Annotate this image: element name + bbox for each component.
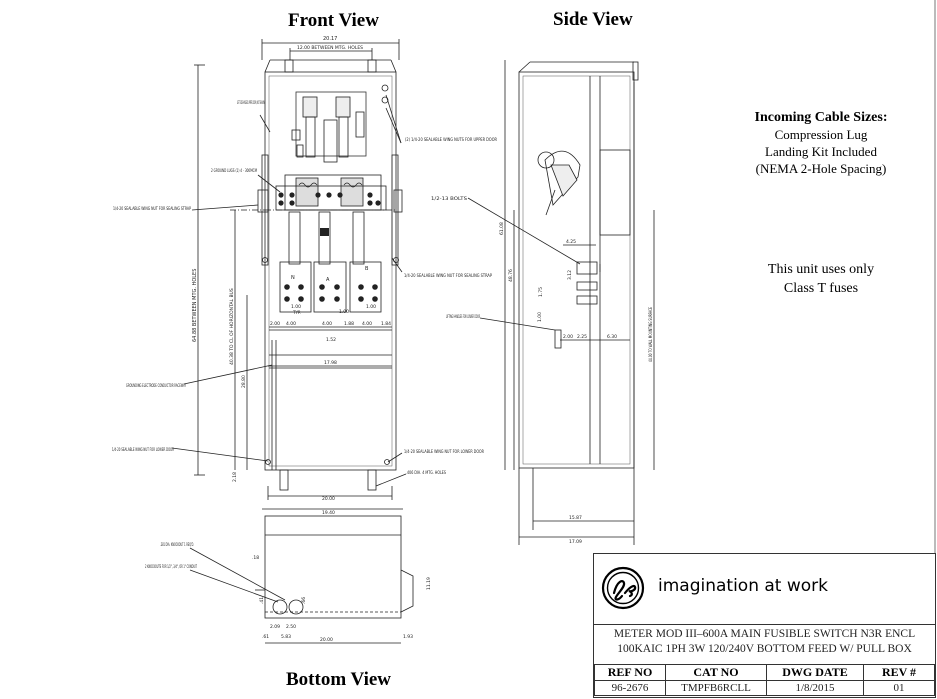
callout-wing-lower-right: 1/4-20 SEALABLE WING NUT FOR LOWER DOOR: [404, 449, 484, 455]
phase-label-n: N: [291, 275, 295, 281]
dim-between-mtg-holes: 12.00 BETWEEN MTG. HOLES: [297, 45, 363, 51]
title-block: imagination at work METER MOD III–600A M…: [593, 553, 936, 698]
info-header-row: REF NO CAT NO DWG DATE REV #: [594, 664, 935, 681]
callout-wing-seal-left: 1/4-20 SEALABLE WING NUT FOR SEALING STR…: [113, 206, 191, 212]
header-cat-no: CAT NO: [665, 664, 767, 681]
front-view-title: Front View: [288, 10, 379, 31]
dim-2-50: 2.50: [286, 624, 296, 630]
callout-wing-upper: (2) 1/4-20 SEALABLE WING NUTS FOR UPPER …: [405, 137, 497, 143]
dim-1-93: 1.93: [403, 634, 413, 640]
dim-1-00: 1.00: [537, 312, 543, 322]
bottom-enclosure-outline: [264, 515, 402, 619]
dim-3-12: 3.12: [567, 270, 573, 280]
dim-2-00: 2.00: [563, 334, 573, 340]
header-dwg-date: DWG DATE: [766, 664, 864, 681]
value-dwg-date: 1/8/2015: [766, 680, 864, 696]
dim-4-25: 4.25: [566, 239, 576, 245]
drawing-description: METER MOD III–600A MAIN FUSIBLE SWITCH N…: [594, 627, 935, 657]
front-view-drawing: 20.17 12.00 BETWEEN MTG. HOLES 64.88 BET…: [112, 36, 497, 502]
side-view-title: Side View: [553, 9, 633, 30]
phase-label-a: A: [326, 277, 330, 283]
dim-28-80: 28.80: [241, 375, 247, 388]
dim-to-horizontal-bus: 40.38 TO CL OF HORIZONTAL BUS: [229, 288, 235, 365]
description-line-2: 100KAIC 1PH 3W 120/240V BOTTOM FEED W/ P…: [617, 643, 912, 655]
side-enclosure-outline: [518, 71, 635, 469]
dim-1-84: 1.84: [381, 321, 391, 327]
cable-sizes-note: Incoming Cable Sizes: Compression Lug La…: [736, 109, 906, 177]
dim-2-00: 2.00: [270, 321, 280, 327]
header-rev: REV #: [863, 664, 935, 681]
dim-4-00: 4.00: [362, 321, 372, 327]
dim-61-08: 61.08: [499, 222, 505, 235]
callout-wing-seal-right: 1/4-20 SEALABLE WING NUT FOR SEALING STR…: [404, 273, 492, 279]
dim-1-52: 1.52: [326, 337, 336, 343]
callout-left-door: LEFT SIDE HINGED UPPER DOOR (NOT SHOWN): [237, 100, 265, 106]
dim-17-98: 17.98: [324, 360, 337, 366]
callout-lifting-handles: LIFTING HANDLES FOR LOWER DOOR: [446, 314, 480, 320]
callout-electrode-raceway: GROUNDING ELECTRODE CONDUCTOR RACEWAY: [126, 383, 186, 389]
drawing-info-table: REF NO CAT NO DWG DATE REV # 96-2676 TMP…: [594, 664, 935, 696]
value-cat-no: TMPFB6RCLL: [665, 680, 767, 696]
header-ref-no: REF NO: [594, 664, 666, 681]
dim-1-00: 1.00: [339, 309, 349, 315]
cable-note-line: (NEMA 2-Hole Spacing): [755, 161, 887, 176]
fuse-note: This unit uses only Class T fuses: [736, 260, 906, 298]
title-block-logo-row: imagination at work: [594, 554, 935, 625]
dim-1-00: 1.00: [366, 304, 376, 310]
dim-20-17: 20.17: [323, 36, 337, 42]
callout-mtg-holes: .406 DIA. 4 MTG. HOLES: [406, 470, 446, 476]
callout-wing-lower-left: 1/4-20 SEALABLE WING NUT FOR LOWER DOOR: [112, 447, 174, 453]
dim-5-83: 5.83: [281, 634, 291, 640]
dim-2-09: 2.09: [270, 624, 280, 630]
dim-4-00: 4.00: [322, 321, 332, 327]
dim-typ: TYP.: [292, 310, 301, 315]
side-view-drawing: 4.25 3.12 1.75 1.00 2.00 2.25 6.30 61.08…: [431, 60, 655, 545]
dim-17-09: 17.09: [569, 539, 582, 545]
cable-sizes-heading: Incoming Cable Sizes:: [754, 110, 888, 125]
fuse-note-line: This unit uses only: [767, 262, 875, 277]
dim-height-between-holes: 64.88 BETWEEN MTG. HOLES: [192, 269, 198, 342]
fuse-note-line: Class T fuses: [783, 281, 859, 296]
value-rev: 01: [863, 680, 935, 696]
callout-bolts: 1/2-13 BOLTS: [431, 196, 467, 202]
dim-1-75: 1.75: [538, 287, 544, 297]
bottom-view-title: Bottom View: [286, 669, 392, 690]
dim-4-00: 4.00: [286, 321, 296, 327]
dim-41: .41: [259, 597, 265, 604]
dim-2-18: 2.18: [232, 472, 238, 482]
phase-label-b: B: [365, 266, 369, 272]
cable-note-line: Compression Lug: [774, 127, 868, 142]
dim-2-25: 2.25: [577, 334, 587, 340]
dim-20-00: 20.00: [322, 496, 335, 502]
dim-48-76: 48.76: [508, 269, 514, 282]
dim-19-40: 19.40: [322, 510, 335, 516]
dim-11-19: 11.19: [426, 577, 432, 590]
dim-20-00: 20.00: [320, 637, 333, 643]
dim-15-87: 15.87: [569, 515, 582, 521]
front-enclosure-outline: [264, 71, 397, 471]
description-line-1: METER MOD III–600A MAIN FUSIBLE SWITCH N…: [613, 628, 916, 640]
ge-logo-icon: [601, 566, 645, 610]
callout-knockouts-conduit: 2 KNOCKOUTS FOR 1/2", 3/4", OR 1" CONDUI…: [145, 564, 197, 570]
bottom-view-drawing: 19.40 20.00 .18 .41 11.19 .61 5.83 2.09 …: [145, 508, 432, 644]
dim-1-88: 1.88: [344, 321, 354, 327]
dim-18: .18: [252, 555, 259, 561]
dim-6-30: 6.30: [607, 334, 617, 340]
dim-1-00: 1.00: [291, 304, 301, 310]
callout-ground-lugs: 2 GROUND LUGS (1) 4 - 300MCM: [211, 168, 257, 174]
dim-61: .61: [262, 634, 269, 640]
info-value-row: 96-2676 TMPFB6RCLL 1/8/2015 01: [594, 680, 935, 696]
callout-knockout: .281 DIA. KNOCKOUT 1 REQ'D.: [160, 542, 194, 548]
dim-to-wall: 44.00 TO WALL MOUNTING SURFACE: [648, 307, 654, 362]
ge-tagline: imagination at work: [658, 576, 828, 596]
dim-66: .66: [301, 597, 307, 604]
cable-note-line: Landing Kit Included: [765, 144, 877, 159]
value-ref-no: 96-2676: [594, 680, 666, 696]
